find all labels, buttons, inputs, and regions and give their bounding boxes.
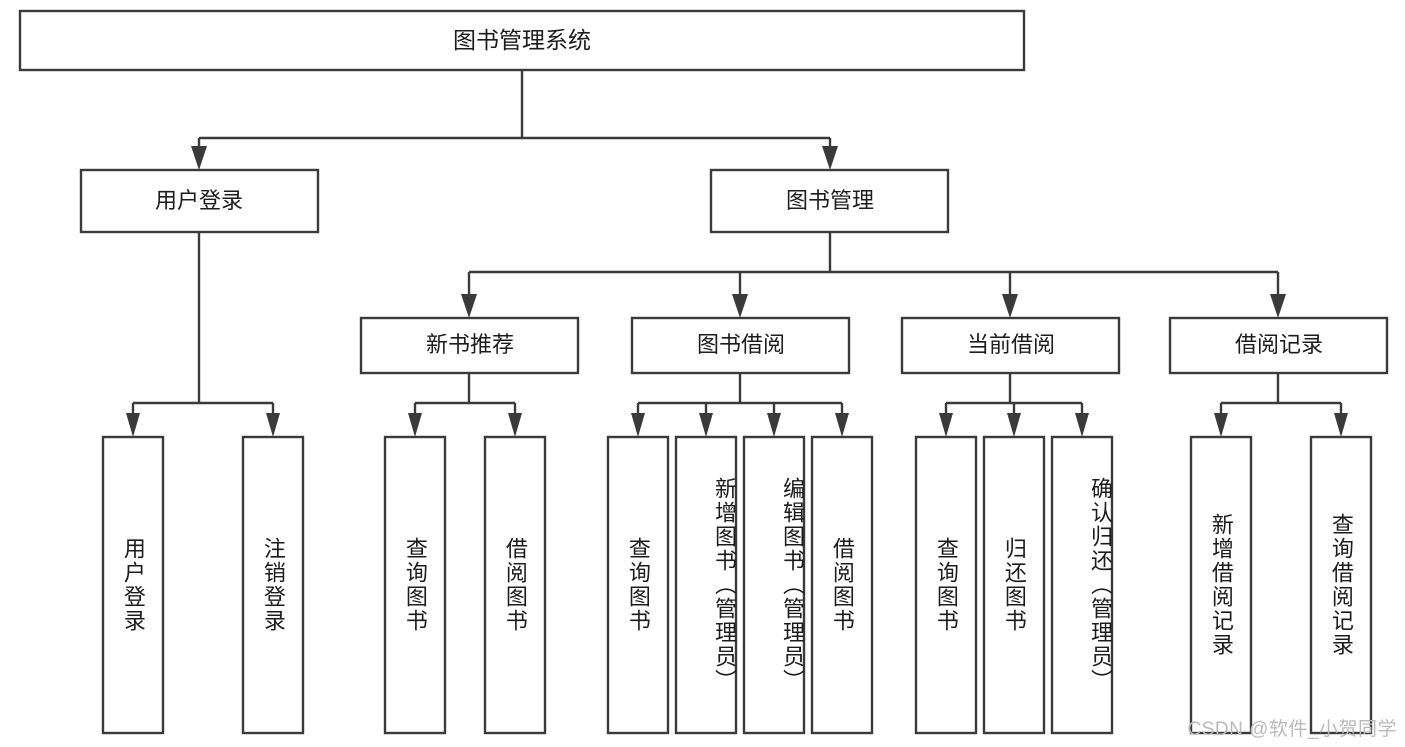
node-book-management[interactable]: 图书管理 <box>709 168 950 234</box>
leaf-box-edit-book-admin[interactable] <box>742 435 806 735</box>
leaf-box-return-book[interactable] <box>982 435 1046 735</box>
leaf-box-borrow-book-2[interactable] <box>810 435 874 735</box>
node-borrow-record[interactable]: 借阅记录 <box>1168 316 1389 375</box>
node-new-book-recommend[interactable]: 新书推荐 <box>359 316 580 375</box>
leaf-box-query-book-3[interactable] <box>914 435 978 735</box>
node-root-system[interactable]: 图书管理系统 <box>18 9 1026 72</box>
node-user-login[interactable]: 用户登录 <box>79 168 320 234</box>
node-book-management-box[interactable] <box>709 168 950 234</box>
leaf-box-borrow-book-1[interactable] <box>483 435 547 735</box>
arrow-head-leaf-query-record <box>1334 413 1348 437</box>
leaf-box-query-borrow-record[interactable] <box>1309 435 1373 735</box>
node-root-system-box[interactable] <box>18 9 1026 72</box>
leaf-box-query-book-1[interactable] <box>383 435 447 735</box>
connector-group-user-login <box>126 232 280 437</box>
node-new-book-recommend-label: 新书推荐 <box>426 332 514 357</box>
arrow-head-borrow-record <box>1270 294 1286 318</box>
connector-group-new-book <box>408 373 522 437</box>
node-borrow-record-label: 借阅记录 <box>1235 332 1323 357</box>
arrow-head-leaf-add-book <box>699 413 713 437</box>
arrow-head-leaf-logout-login <box>266 413 280 437</box>
node-borrow-record-box[interactable] <box>1168 316 1389 375</box>
node-book-borrow[interactable]: 图书借阅 <box>630 316 851 375</box>
connector-group-book-borrow <box>631 373 849 437</box>
node-book-borrow-label: 图书借阅 <box>697 332 785 357</box>
arrow-head-leaf-query-book-3 <box>939 413 953 437</box>
arrow-head-new-book <box>461 294 477 318</box>
arrow-head-leaf-query-book-1 <box>408 413 422 437</box>
node-current-borrow[interactable]: 当前借阅 <box>900 316 1121 375</box>
arrow-head-leaf-add-record <box>1214 413 1228 437</box>
leaf-box-query-book-2[interactable] <box>606 435 670 735</box>
node-root-system-label: 图书管理系统 <box>453 27 591 53</box>
connector-group-current-borrow <box>939 373 1089 437</box>
leaf-box-logout-login[interactable] <box>241 435 305 735</box>
arrow-head-leaf-edit-book <box>767 413 781 437</box>
arrow-head-leaf-return-book <box>1007 413 1021 437</box>
node-current-borrow-box[interactable] <box>900 316 1121 375</box>
node-user-login-label: 用户登录 <box>155 188 243 213</box>
arrow-head-leaf-borrow-book-2 <box>835 413 849 437</box>
leaf-box-add-borrow-record[interactable] <box>1189 435 1253 735</box>
arrow-head-current-borrow <box>1002 294 1018 318</box>
node-book-borrow-box[interactable] <box>630 316 851 375</box>
connector-group-borrow-record <box>1214 373 1348 437</box>
connector-group-book-mgmt <box>461 232 1286 318</box>
arrow-head-leaf-query-book-2 <box>631 413 645 437</box>
connector-group-root <box>191 70 838 170</box>
arrow-head-user-login <box>191 146 207 170</box>
node-book-management-label: 图书管理 <box>786 188 874 213</box>
arrow-head-book-mgmt <box>822 146 838 170</box>
arrow-head-leaf-borrow-book-1 <box>508 413 522 437</box>
arrow-head-book-borrow <box>732 294 748 318</box>
leaf-box-add-book-admin[interactable] <box>674 435 738 735</box>
node-new-book-recommend-box[interactable] <box>359 316 580 375</box>
arrow-head-leaf-user-login <box>126 413 140 437</box>
node-user-login-box[interactable] <box>79 168 320 234</box>
arrow-head-leaf-confirm-return <box>1075 413 1089 437</box>
node-current-borrow-label: 当前借阅 <box>967 332 1055 357</box>
csdn-watermark: CSDN @软件_小贺同学 <box>1187 719 1397 740</box>
leaf-box-user-login[interactable] <box>101 435 165 735</box>
leaf-box-confirm-return-admin[interactable] <box>1050 435 1114 735</box>
